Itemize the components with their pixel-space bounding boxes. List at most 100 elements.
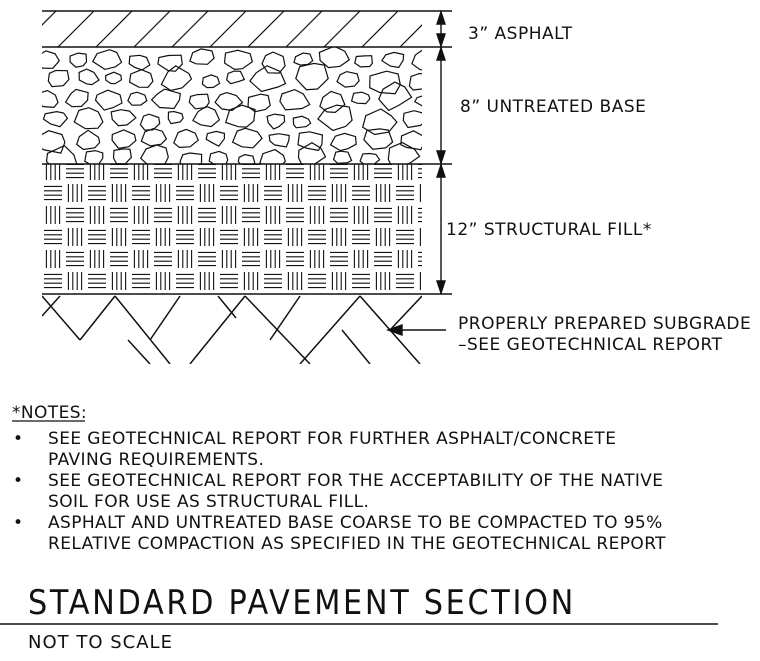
aggregate-stone	[293, 52, 314, 66]
aggregate-stone	[354, 55, 374, 68]
aggregate-stone	[292, 115, 312, 129]
subgrade-leader	[385, 324, 446, 336]
asphalt-hatch-line	[323, 11, 361, 47]
note-2-line-1: SEE GEOTECHNICAL REPORT FOR THE ACCEPTAB…	[48, 471, 663, 491]
subgrade-callout-line-1: PROPERLY PREPARED SUBGRADE	[458, 314, 751, 334]
aggregate-stone	[411, 49, 422, 71]
aggregate-stone	[111, 129, 137, 149]
earth-hatch-line	[149, 295, 181, 341]
aggregate-stone	[127, 91, 148, 106]
aggregate-stone	[350, 91, 371, 105]
aggregate-stone	[167, 110, 184, 125]
aggregate-stone	[430, 132, 448, 145]
asphalt-hatch-line	[171, 11, 209, 47]
asphalt-label: 3” ASPHALT	[468, 24, 573, 44]
aggregate-stone	[94, 89, 123, 111]
bullet-icon: •	[13, 471, 23, 491]
aggregate-stone	[208, 150, 229, 164]
aggregate-stone	[231, 127, 263, 149]
untreated-base-layer	[42, 47, 448, 164]
asphalt-hatch	[42, 11, 422, 47]
aggregate-stone	[336, 70, 360, 88]
asphalt-hatch-line	[285, 11, 323, 47]
aggregate-stone	[110, 109, 137, 127]
earth-hatch-line	[341, 329, 371, 364]
aggregate-stone	[329, 132, 357, 152]
earth-hatch-line	[127, 339, 151, 364]
aggregate-stone	[268, 133, 290, 148]
aggregate-stone	[128, 69, 154, 88]
aggregate-stone	[201, 74, 221, 89]
aggregate-stone	[332, 150, 353, 164]
aggregate-stone	[104, 71, 123, 85]
asphalt-hatch-line	[247, 11, 285, 47]
dimension-arrow-icon	[436, 33, 446, 49]
aggregate-stone	[279, 88, 311, 111]
asphalt-layer	[42, 11, 422, 47]
aggregate-stone	[318, 47, 351, 69]
aggregate-stone	[64, 88, 89, 108]
aggregate-stone	[42, 110, 69, 128]
aggregate-stone	[261, 51, 286, 74]
aggregate-stone	[139, 144, 169, 164]
aggregate-stone	[42, 50, 61, 69]
aggregate-stone	[139, 113, 161, 131]
earth-hatch-line	[389, 295, 422, 331]
earth-hatch-line	[114, 295, 171, 364]
earth-hatch-line	[42, 295, 61, 317]
note-1-line-2: PAVING REQUIREMENTS.	[48, 450, 264, 470]
scale-note: NOT TO SCALE	[28, 632, 173, 653]
aggregate-stone	[160, 65, 193, 92]
dimension-arrow-icon	[436, 9, 446, 25]
aggregate-stone	[402, 110, 422, 129]
aggregate-stone	[381, 51, 405, 69]
untreated-base-label: 8” UNTREATED BASE	[460, 97, 646, 117]
aggregate-stone	[140, 127, 168, 147]
notes-block: *NOTES: • SEE GEOTECHNICAL REPORT FOR FU…	[12, 403, 666, 554]
aggregate-stone	[224, 104, 256, 128]
bullet-icon: •	[13, 513, 23, 533]
aggregate-stone	[78, 68, 100, 86]
aggregate-stone	[112, 148, 132, 164]
note-1-line-1: SEE GEOTECHNICAL REPORT FOR FURTHER ASPH…	[48, 429, 616, 449]
aggregate-stone	[387, 141, 421, 164]
aggregate-stone	[408, 72, 422, 91]
aggregate-stone	[259, 148, 286, 164]
aggregate-stone	[223, 49, 253, 71]
dimension-arrow-icon	[436, 150, 446, 166]
asphalt-hatch-line	[399, 24, 422, 47]
aggregate-stone	[295, 62, 329, 91]
structural-fill-layer	[44, 164, 422, 290]
aggregate-stone	[157, 54, 183, 72]
asphalt-hatch-line	[42, 11, 57, 26]
earth-hatch-line	[217, 295, 237, 319]
note-2-line-2: SOIL FOR USE AS STRUCTURAL FILL.	[48, 492, 369, 512]
aggregate-stone	[400, 130, 422, 151]
subgrade-layer	[42, 295, 422, 364]
aggregate-stone	[42, 89, 59, 109]
earth-hatch-line	[299, 295, 361, 364]
notes-heading: *NOTES:	[12, 403, 87, 423]
note-3-line-2: RELATIVE COMPACTION AS SPECIFIED IN THE …	[48, 534, 666, 554]
aggregate-stone	[75, 129, 101, 151]
earth-hatch-line	[79, 295, 116, 341]
earth-hatch-line	[269, 295, 301, 341]
aggregate-hatch	[42, 47, 448, 164]
aggregate-stone	[92, 49, 123, 71]
aggregate-stone	[297, 142, 327, 164]
aggregate-stone	[128, 54, 151, 71]
basketweave-hatch	[44, 164, 422, 290]
asphalt-hatch-line	[95, 11, 133, 47]
aggregate-stone	[319, 90, 346, 114]
aggregate-stone	[189, 48, 215, 65]
aggregate-stone	[362, 108, 398, 136]
aggregate-stone	[42, 130, 66, 154]
note-3-line-1: ASPHALT AND UNTREATED BASE COARSE TO BE …	[48, 513, 663, 533]
aggregate-stone	[69, 52, 88, 68]
aggregate-stone	[45, 144, 78, 164]
asphalt-hatch-line	[361, 11, 399, 47]
asphalt-hatch-line	[209, 11, 247, 47]
aggregate-stone	[247, 93, 271, 113]
aggregate-stone	[249, 65, 287, 93]
